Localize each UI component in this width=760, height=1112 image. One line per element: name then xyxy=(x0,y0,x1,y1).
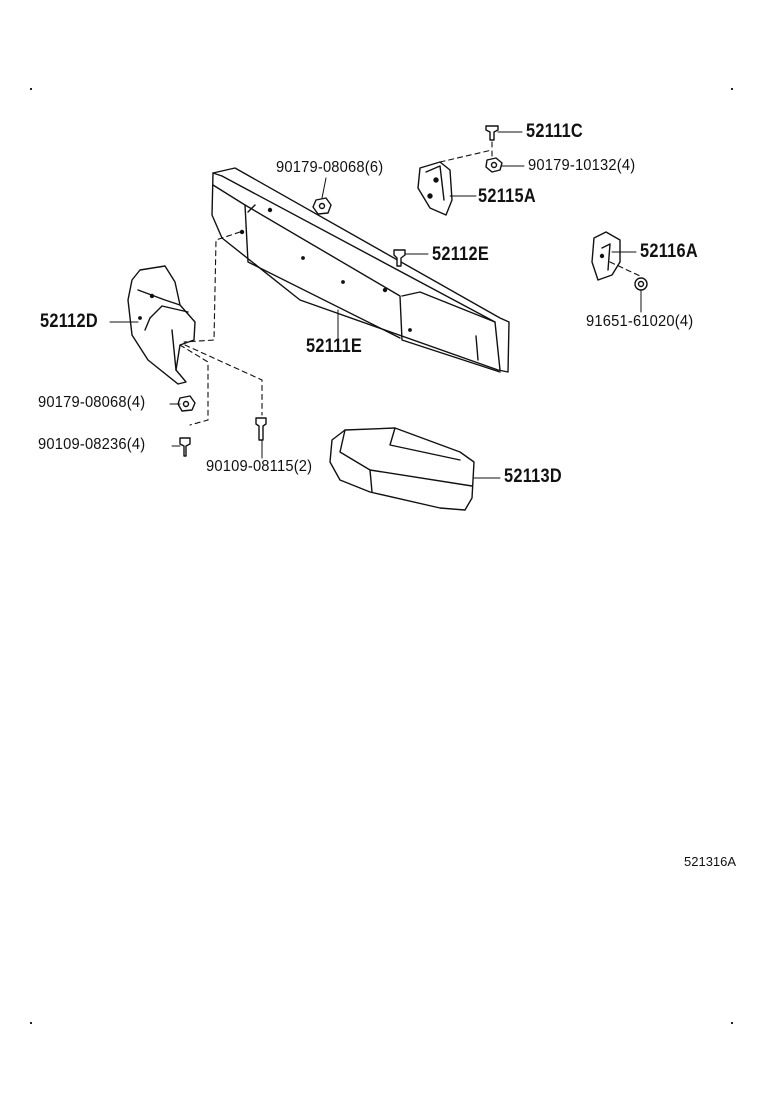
fastener-nut-90179-08068-6 xyxy=(312,197,332,215)
label-52116A: 52116A xyxy=(640,241,698,262)
corner-mark xyxy=(731,88,733,90)
label-90179-08068-4: 90179-08068(4) xyxy=(38,394,146,411)
bracket-52115A xyxy=(417,161,453,216)
label-52111E: 52111E xyxy=(306,336,363,357)
label-52115A: 52115A xyxy=(478,186,536,207)
bumper-cover-52113D xyxy=(329,427,475,511)
fastener-nut-90179-08068-4 xyxy=(177,395,196,412)
fastener-bolt-90109-08236 xyxy=(179,437,191,457)
label-52112D: 52112D xyxy=(40,311,98,332)
label-90109-08115: 90109-08115(2) xyxy=(206,458,313,475)
fastener-nut-90179-10132 xyxy=(485,157,503,173)
label-90179-10132: 90179-10132(4) xyxy=(528,157,636,174)
bracket-52116A xyxy=(591,231,621,281)
fastener-clip-52111C xyxy=(485,125,499,141)
leader-lines xyxy=(109,131,642,479)
label-52111C: 52111C xyxy=(526,121,583,142)
assembly-lines xyxy=(179,141,641,426)
label-90179-08068-6: 90179-08068(6) xyxy=(276,159,384,176)
bumper-reinforcement-52111E xyxy=(211,167,510,373)
fastener-washer-91651 xyxy=(634,277,648,291)
label-52113D: 52113D xyxy=(504,466,562,487)
corner-mark xyxy=(30,88,32,90)
fastener-bolt-90109-08115 xyxy=(255,417,267,441)
label-91651-61020: 91651-61020(4) xyxy=(586,313,694,330)
label-90109-08236: 90109-08236(4) xyxy=(38,436,146,453)
corner-mark xyxy=(30,1022,32,1024)
fastener-clip-52112E xyxy=(393,249,406,267)
corner-mark xyxy=(731,1022,733,1024)
bumper-extension-left-52112D xyxy=(127,265,196,385)
label-52112E: 52112E xyxy=(432,244,489,265)
diagram-reference-code: 521316A xyxy=(684,854,737,869)
